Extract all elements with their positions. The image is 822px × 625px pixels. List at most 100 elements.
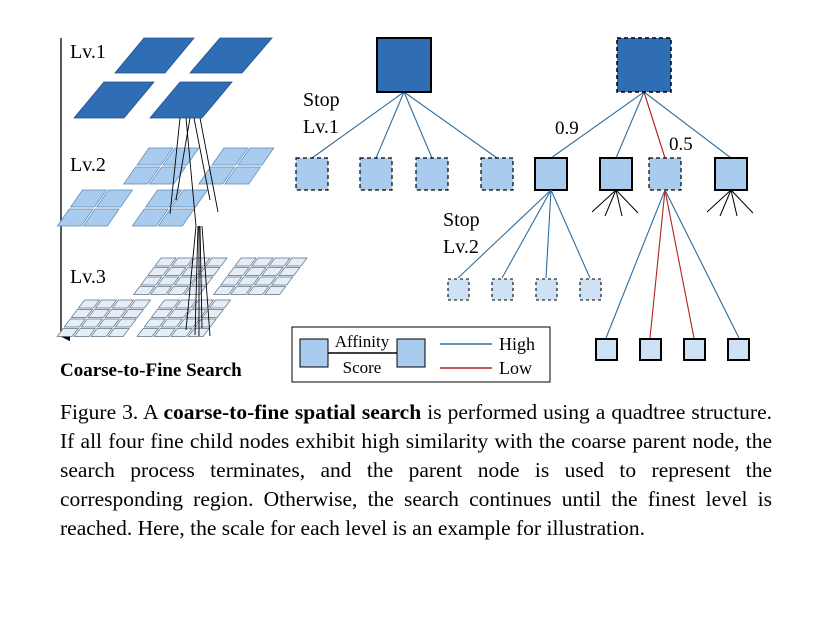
caption-rest: is performed using a quadtree structure.… — [60, 400, 772, 540]
lv2-node-expanded — [534, 157, 568, 191]
grid-cell — [82, 208, 120, 227]
grid-cell — [104, 309, 128, 318]
grid-cell — [208, 299, 232, 309]
grid-cell — [97, 318, 120, 328]
grid-cell — [224, 166, 262, 185]
grid-cell — [95, 189, 134, 208]
level3-grid — [56, 257, 308, 337]
root-node-stopped — [376, 37, 432, 93]
grid-cell — [157, 208, 195, 227]
tree-stop-lv1: Stop Lv.1 — [295, 37, 514, 191]
grid-cell — [149, 286, 173, 295]
level-label-lv2: Lv.2 — [70, 154, 106, 176]
affinity-low-value: 0.5 — [669, 134, 693, 155]
grid-cell — [143, 318, 166, 328]
finest-node — [727, 338, 750, 361]
grid-cell — [164, 267, 187, 276]
grid-cell — [194, 318, 217, 328]
stop-lv2-line1: Stop — [443, 209, 480, 231]
grid-cell — [90, 328, 113, 337]
finest-node — [639, 338, 662, 361]
grid-cell — [246, 286, 270, 295]
grid-cell — [136, 328, 159, 337]
grid-cell — [123, 166, 161, 185]
grid-cell — [150, 309, 174, 318]
stop-lv2-line2: Lv.2 — [443, 236, 479, 258]
child-node — [415, 157, 449, 191]
finest-node — [683, 338, 706, 361]
grid-cell — [69, 189, 108, 208]
grid-cell — [177, 318, 200, 328]
stop-lv1-line1: Stop — [303, 89, 340, 111]
child-node — [359, 157, 393, 191]
grid-cell — [131, 208, 169, 227]
grid-cell — [227, 267, 250, 276]
grid-cell — [63, 318, 86, 328]
grid-cell — [166, 286, 190, 295]
grid-cell — [229, 286, 253, 295]
grid-cell — [144, 189, 183, 208]
grid-cell — [70, 309, 94, 318]
legend-node-right — [396, 338, 426, 368]
grid-cell — [285, 257, 308, 267]
grid-cell — [211, 147, 249, 166]
lv3-node-stopped — [535, 278, 558, 301]
grid-cell — [77, 299, 101, 309]
grid-cell — [278, 267, 301, 276]
lv2-node — [714, 157, 748, 191]
grid-cell — [198, 166, 236, 185]
quadtree-search-diagram: Lv.1 Lv.2 Lv.3 Coarse-to-Fine Searc — [56, 37, 754, 383]
grid-cell — [121, 309, 145, 318]
grid-cell — [73, 328, 96, 337]
grid-cell — [268, 257, 291, 267]
legend-affinity-top: Affinity — [335, 332, 390, 351]
grid-cell — [56, 208, 94, 227]
grid-cell — [80, 318, 103, 328]
grid-cell — [153, 328, 176, 337]
lv2-node — [599, 157, 633, 191]
level1-grid — [73, 37, 273, 119]
legend-high-label: High — [499, 334, 535, 354]
grid-cell — [170, 189, 209, 208]
grid-cell — [191, 276, 214, 286]
grid-cell — [140, 276, 163, 286]
grid-cell — [234, 257, 257, 267]
legend-affinity-bottom: Score — [343, 358, 382, 377]
low-affinity-edge — [643, 91, 666, 159]
grid-cell — [107, 328, 130, 337]
lv2-node-low — [648, 157, 682, 191]
grid-cell — [111, 299, 135, 309]
grid-cell — [160, 318, 183, 328]
stop-lv1-line2: Lv.1 — [303, 116, 339, 138]
grid-cell — [154, 257, 177, 267]
grid-cell — [128, 299, 152, 309]
grid-cell — [254, 276, 277, 286]
tree-continue: 0.9 0.5 Stop — [443, 37, 754, 361]
level-label-lv1: Lv.1 — [70, 41, 106, 63]
caption-bold: coarse-to-fine spatial search — [163, 400, 422, 424]
grid-cell — [174, 299, 198, 309]
grid-cell — [157, 299, 181, 309]
legend: Affinity Score High Low — [291, 326, 551, 383]
level-label-lv3: Lv.3 — [70, 266, 106, 288]
left-panel-title: Coarse-to-Fine Search — [60, 360, 242, 381]
root-node-continue — [616, 37, 672, 93]
grid-cell — [56, 328, 79, 337]
grid-cell — [94, 299, 118, 309]
affinity-high-value: 0.9 — [555, 118, 579, 139]
figure-caption: Figure 3. A coarse-to-fine spatial searc… — [60, 398, 772, 543]
grid-cell — [237, 276, 260, 286]
grid-cell — [167, 309, 191, 318]
grid-cell — [114, 318, 137, 328]
lv3-node-stopped — [447, 278, 470, 301]
grid-cell — [251, 257, 274, 267]
grid-cell — [157, 276, 180, 286]
level2-grid — [56, 147, 275, 227]
grid-cell — [132, 286, 156, 295]
legend-low-label: Low — [499, 358, 532, 378]
grid-cell — [147, 267, 170, 276]
grid-cell — [149, 166, 187, 185]
grid-cell — [261, 267, 284, 276]
lv3-node-stopped — [579, 278, 602, 301]
grid-cell — [170, 328, 193, 337]
